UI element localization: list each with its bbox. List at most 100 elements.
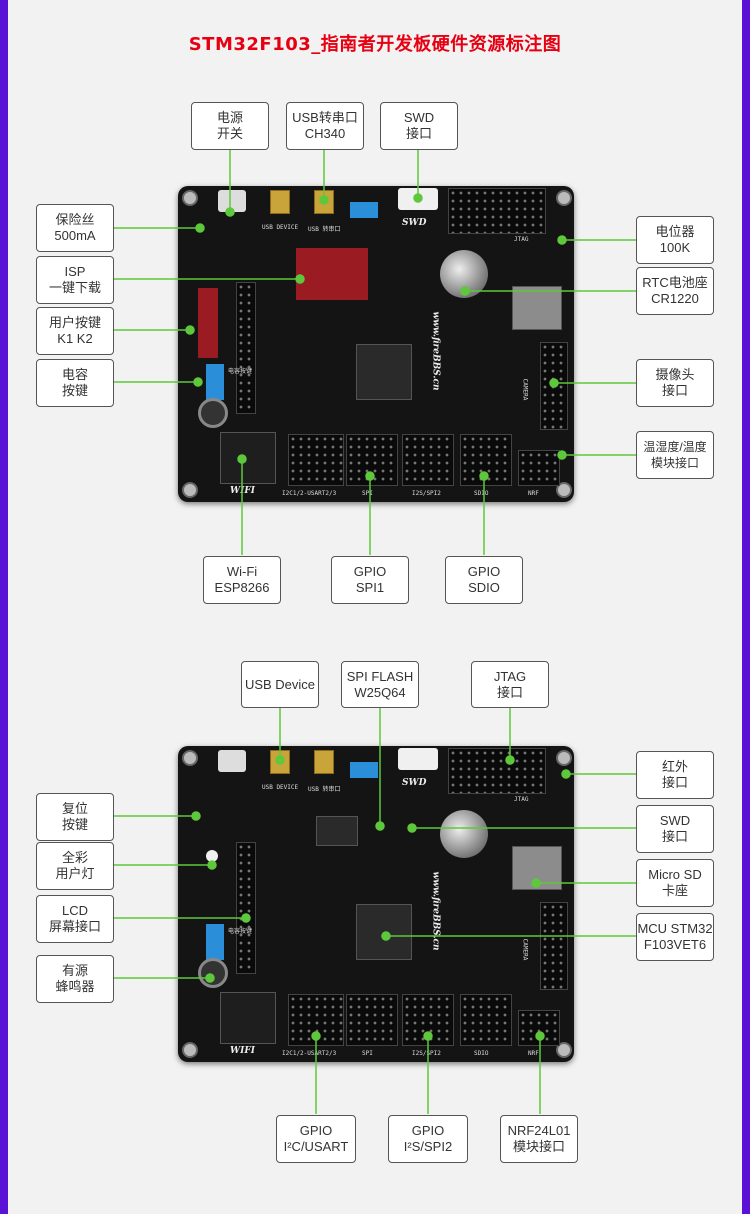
- label-fuse: 保险丝 500mA: [36, 204, 114, 252]
- leader-dot: [191, 811, 201, 821]
- leader-dot: [413, 193, 423, 203]
- gpio-header-2: [346, 434, 398, 486]
- label-power-switch: 电源 开关: [191, 102, 269, 150]
- cap-key-pad: [206, 364, 224, 400]
- camera-header: [540, 902, 568, 990]
- spi-silkscreen: SPI: [362, 1050, 373, 1057]
- cap-key-silkscreen: 电容按键: [228, 928, 253, 935]
- mcu-chip: [356, 344, 412, 400]
- mount-hole: [182, 750, 198, 766]
- usb-serial-silkscreen: USB 转串口: [308, 226, 341, 233]
- leader-dot: [531, 878, 541, 888]
- label-user-keys: 用户按键 K1 K2: [36, 307, 114, 355]
- label-gpio-spi1: GPIO SPI1: [331, 556, 409, 604]
- label-rgb-led: 全彩 用户灯: [36, 842, 114, 890]
- label-microsd: Micro SD 卡座: [636, 859, 714, 907]
- buzzer: [198, 958, 228, 988]
- swd-silkscreen: SWD: [402, 778, 427, 788]
- sd-card-slot: [512, 286, 562, 330]
- board-top-diagram: SWD JTAG USB DEVICE USB 转串口 CAMERA www.f…: [178, 186, 574, 502]
- cap-key-silkscreen: 电容按键: [228, 368, 253, 375]
- leader-dot: [241, 913, 251, 923]
- leader-dot: [193, 377, 203, 387]
- leader-dot: [311, 1031, 321, 1041]
- mount-hole: [182, 482, 198, 498]
- label-usb-serial: USB转串口 CH340: [286, 102, 364, 150]
- leader-dot: [460, 286, 470, 296]
- jtag-silkscreen: JTAG: [514, 236, 529, 243]
- label-buzzer: 有源 蜂鸣器: [36, 955, 114, 1003]
- leader-dot: [365, 471, 375, 481]
- label-reset: 复位 按键: [36, 793, 114, 841]
- leader-dot: [557, 235, 567, 245]
- gpio-header-1: [288, 434, 344, 486]
- i2s-spi2-silkscreen: I2S/SPI2: [412, 1050, 441, 1057]
- power-switch-body: [218, 190, 246, 212]
- gpio-header-2: [346, 994, 398, 1046]
- leader-dot: [561, 769, 571, 779]
- jtag-silkscreen: JTAG: [514, 796, 529, 803]
- label-gpio-i2s-spi2: GPIO I²S/SPI2: [388, 1115, 468, 1163]
- rtc-battery: [440, 810, 488, 858]
- mount-hole: [556, 750, 572, 766]
- swd-silkscreen: SWD: [402, 218, 427, 228]
- leader-dot: [505, 755, 515, 765]
- leader-dot: [535, 1031, 545, 1041]
- nrf-silkscreen: NRF: [528, 1050, 539, 1057]
- leader-dot: [557, 450, 567, 460]
- label-infrared: 红外 接口: [636, 751, 714, 799]
- label-isp: ISP 一键下载: [36, 256, 114, 304]
- lcd-header: [236, 842, 256, 974]
- leader-dot: [237, 454, 247, 464]
- nrf-silkscreen: NRF: [528, 490, 539, 497]
- i2s-spi2-silkscreen: I2S/SPI2: [412, 490, 441, 497]
- leader-dot: [375, 821, 385, 831]
- usb-device-port: [270, 190, 290, 214]
- label-gpio-i2c-usart: GPIO I²C/USART: [276, 1115, 356, 1163]
- cap-key-pad: [206, 924, 224, 960]
- mount-hole: [556, 190, 572, 206]
- label-spi-flash: SPI FLASH W25Q64: [341, 661, 419, 708]
- gpio-header-4: [460, 994, 512, 1046]
- isp-highlight: [296, 248, 368, 300]
- wifi-module: [220, 432, 276, 484]
- mount-hole: [556, 482, 572, 498]
- leader-dot: [207, 860, 217, 870]
- spi-flash-chip: [316, 816, 358, 846]
- label-usb-device: USB Device: [241, 661, 319, 708]
- label-lcd: LCD 屏幕接口: [36, 895, 114, 943]
- usb-device-silkscreen: USB DEVICE: [262, 784, 299, 791]
- leader-dot: [185, 325, 195, 335]
- jtag-header: [448, 188, 546, 234]
- nrf-header: [518, 1010, 560, 1046]
- page-title: STM32F103_指南者开发板硬件资源标注图: [188, 34, 562, 55]
- jumper-block: [350, 762, 378, 778]
- buzzer: [198, 398, 228, 428]
- sdio-silkscreen: SDIO: [474, 1050, 489, 1057]
- i2c-usart-silkscreen: I2C1/2-USART2/3: [282, 1050, 337, 1057]
- mount-hole: [556, 1042, 572, 1058]
- leader-dot: [479, 471, 489, 481]
- swd-connector: [398, 748, 438, 770]
- label-temp-humidity: 温湿度/温度 模块接口: [636, 431, 714, 479]
- label-jtag: JTAG 接口: [471, 661, 549, 708]
- wifi-module: [220, 992, 276, 1044]
- leader-dot: [549, 378, 559, 388]
- leader-dot: [423, 1031, 433, 1041]
- label-nrf: NRF24L01 模块接口: [500, 1115, 578, 1163]
- label-potentiometer: 电位器 100K: [636, 216, 714, 264]
- label-swd: SWD 接口: [380, 102, 458, 150]
- leader-dot: [295, 274, 305, 284]
- mount-hole: [182, 190, 198, 206]
- lcd-header: [236, 282, 256, 414]
- mount-hole: [182, 1042, 198, 1058]
- wifi-silkscreen: WIFI: [230, 1046, 255, 1056]
- i2c-usart-silkscreen: I2C1/2-USART2/3: [282, 490, 337, 497]
- sdio-silkscreen: SDIO: [474, 490, 489, 497]
- jumper-block: [350, 202, 378, 218]
- gpio-header-3: [402, 434, 454, 486]
- label-mcu: MCU STM32 F103VET6: [636, 913, 714, 961]
- leader-dot: [205, 973, 215, 983]
